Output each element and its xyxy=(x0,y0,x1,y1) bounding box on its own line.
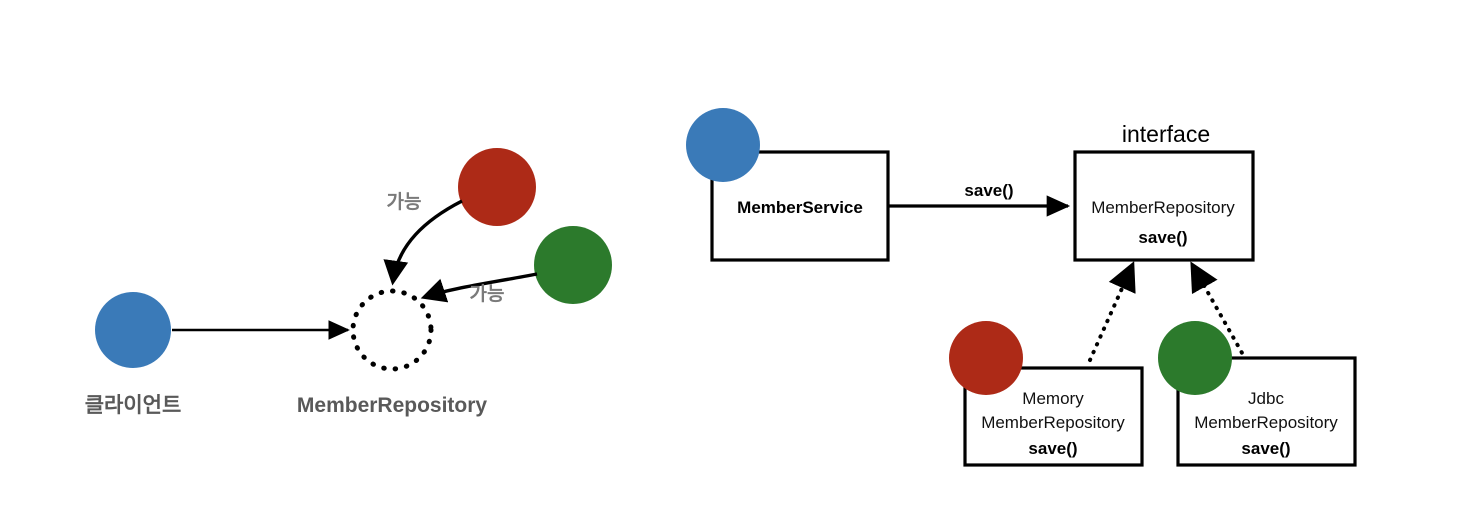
memory-member-repository-node-dot xyxy=(949,321,1023,395)
memory-implements-arrow xyxy=(1088,261,1136,362)
member-repository-role-label: MemberRepository xyxy=(297,394,488,417)
member-repository-interface-method: save() xyxy=(1138,228,1187,247)
jdbc-member-repository-label-line2: MemberRepository xyxy=(1194,413,1338,432)
right-diagram-group: MemberService save() interface MemberRep… xyxy=(686,108,1357,467)
green-to-role-curve xyxy=(420,272,538,303)
lower-gaeneung-label: 가능 xyxy=(470,283,505,305)
jdbc-member-repository-label-line1: Jdbc xyxy=(1248,389,1284,408)
jdbc-implements-arrow xyxy=(1190,261,1248,362)
red-implementation-circle xyxy=(458,148,536,226)
memory-member-repository-label-line1: Memory xyxy=(1022,389,1084,408)
upper-gaeneung-label: 가능 xyxy=(387,191,422,213)
memory-member-repository-method: save() xyxy=(1028,439,1077,458)
member-repository-interface-label: MemberRepository xyxy=(1091,198,1235,217)
member-service-label: MemberService xyxy=(737,198,863,217)
save-call-arrow-label: save() xyxy=(964,181,1013,200)
interface-stereotype-label: interface xyxy=(1122,121,1210,147)
jdbc-member-repository-node-dot xyxy=(1158,321,1232,395)
client-label: 클라이언트 xyxy=(85,394,182,417)
left-diagram-group: 가능 가능 클라이언트 MemberRepository xyxy=(85,148,612,417)
memory-member-repository-label-line2: MemberRepository xyxy=(981,413,1125,432)
red-to-role-curve xyxy=(383,199,463,286)
member-service-node-dot xyxy=(686,108,760,182)
jdbc-member-repository-method: save() xyxy=(1241,439,1290,458)
green-implementation-circle xyxy=(534,226,612,304)
role-slot-dotted-circle xyxy=(350,288,434,372)
member-repository-interface-box[interactable] xyxy=(1073,150,1255,262)
client-node-circle xyxy=(95,292,171,368)
